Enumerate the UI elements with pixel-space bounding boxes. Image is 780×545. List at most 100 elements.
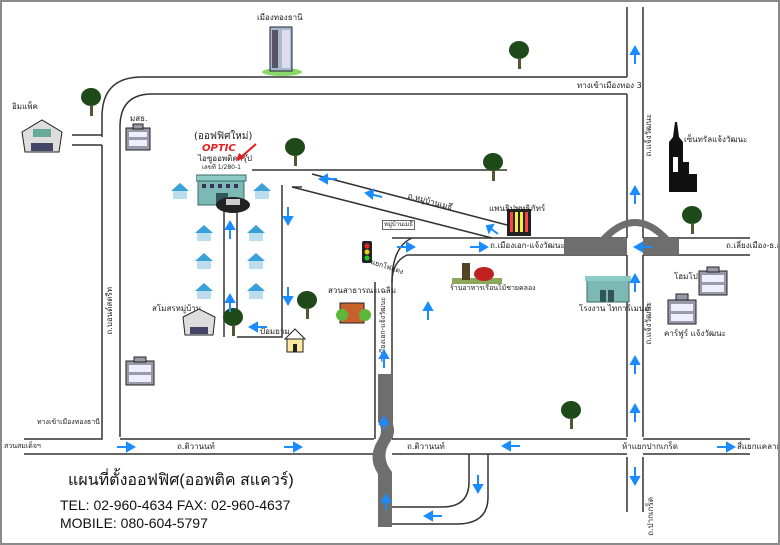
label-village-club: สโมสรหมู่บ้าน — [152, 304, 202, 313]
home-pro-building-icon — [698, 266, 728, 296]
label-central: เซ็นทรัลแจ้งวัฒนะ — [684, 135, 748, 144]
arrow-left-icon — [317, 173, 337, 185]
village-club-icon — [182, 308, 216, 336]
house-icon — [247, 283, 265, 299]
label-guard-house: ป้อมยาม — [260, 327, 290, 336]
arrow-left-icon — [364, 188, 383, 200]
house-icon — [253, 183, 271, 199]
arrow-right-icon — [117, 441, 137, 453]
panthip-building-icon — [507, 209, 531, 236]
public-park-icon — [336, 302, 371, 324]
label-samakkhi: สวนสมเด็จฯ — [4, 442, 41, 450]
arrow-up-icon — [629, 44, 641, 64]
arrow-up-icon — [629, 272, 641, 292]
label-public-park: สวนสาธารณะเฉลิม — [328, 286, 396, 295]
tree-icon — [223, 308, 243, 336]
house-icon — [195, 225, 213, 241]
arrow-up-icon — [378, 348, 390, 368]
house-icon — [171, 183, 189, 199]
map-title: แผนที่ตั้งออฟฟิศ(ออพติค สแควร์) — [68, 472, 294, 489]
restaurant-icon — [452, 263, 502, 284]
arrow-right-icon — [717, 441, 737, 453]
arrow-up-icon — [224, 219, 236, 239]
arrow-up-icon — [629, 184, 641, 204]
arrow-down-icon — [472, 475, 484, 495]
label-impact: อิมแพ็ค — [12, 102, 38, 111]
label-muang-thong-entrance: ทางเข้าเมืองทองธานี — [37, 418, 100, 426]
label-restaurant: ร้านอาหารเรือนไม้ชายคลอง — [450, 284, 536, 292]
arrow-up-icon — [378, 414, 390, 430]
arrow-left-icon — [247, 321, 267, 333]
mtd-building-icon — [125, 123, 151, 151]
label-muang-thong-entrance-3: ทางเข้าเมืองทอง 3 — [577, 81, 642, 90]
muang-thong-tower-icon — [262, 26, 302, 76]
tree-icon — [483, 153, 503, 181]
arrow-up-icon — [224, 292, 236, 312]
label-group: ไอซูออพติคกรุ๊ป — [198, 154, 252, 163]
village-loop — [237, 185, 283, 338]
carefour-building-icon — [667, 293, 697, 325]
label-pak-kret-junction: ห้าแยกปากเกร็ด — [622, 442, 678, 451]
label-carefour: คาร์ฟูร์ แจ้งวัฒนะ — [664, 329, 726, 338]
label-lak-si: สี่แยกแคลาย — [737, 442, 780, 451]
village-diagonal-b — [311, 173, 508, 226]
village-curve-right — [391, 254, 408, 283]
arrow-up-icon — [629, 354, 641, 374]
house-icon — [247, 253, 265, 269]
arrow-up-icon — [629, 402, 641, 422]
arrow-left-icon — [422, 510, 442, 522]
tree-icon — [285, 138, 305, 166]
arrow-up-icon — [422, 300, 434, 320]
label-factory: โรงงาน ไทการ์เมนต์ — [579, 304, 650, 313]
label-home-pro: โฮมโปร — [674, 272, 703, 281]
arrow-left-icon — [485, 223, 499, 235]
label-muang-thong-thani: เมืองทองธานี — [257, 13, 303, 22]
tree-icon — [81, 88, 101, 116]
arrow-down-icon — [282, 287, 294, 307]
arrow-up-icon — [380, 492, 392, 510]
tree-icon — [561, 401, 581, 429]
optic-logo: OPTIC — [202, 143, 236, 154]
house-icon — [247, 225, 265, 241]
arrow-right-icon — [397, 241, 417, 253]
label-tiwanon-mid: ถ.ติวานนท์ — [407, 442, 445, 451]
tree-icon — [509, 41, 529, 69]
red-arrow-pointer-icon — [236, 143, 257, 161]
central-tower-icon — [669, 122, 697, 192]
highway-band — [564, 219, 679, 255]
guard-house-icon — [284, 328, 306, 353]
impact-building-icon — [21, 119, 63, 153]
bottom-loop-inner — [392, 454, 470, 508]
arrow-left-icon — [500, 440, 520, 452]
road-edge-top-inner — [119, 93, 627, 437]
label-muang-thong-rd: ถ.เมืองเอก-แจ้งวัฒนะ — [490, 241, 565, 250]
arrow-down-icon — [282, 207, 294, 227]
label-address: เลขที่ 1/280-1 — [202, 164, 241, 171]
village-diagonal-a — [291, 186, 493, 239]
road-left-outer — [24, 145, 103, 440]
elevated-highway-s — [372, 374, 395, 527]
house-icon — [195, 253, 213, 269]
factory-icon — [585, 276, 631, 303]
road-edge-top-outer — [101, 76, 627, 137]
office-building-icon — [125, 356, 155, 386]
arrow-left-icon — [632, 241, 652, 253]
phone-fax-line: TEL: 02-960-4634 FAX: 02-960-4637 — [60, 497, 291, 513]
label-tiwanon-left: ถ.ติวานนท์ — [177, 442, 215, 451]
car-icon — [216, 197, 250, 213]
mobile-line: MOBILE: 080-604-5797 — [60, 515, 208, 531]
arrow-right-icon — [284, 441, 304, 453]
tree-icon — [682, 206, 702, 234]
house-icon — [195, 283, 213, 299]
tree-icon — [297, 291, 317, 319]
label-right-road: ถ.เลี่ยงเมือง-ธ.สาลีพล — [726, 241, 778, 250]
label-mtd: มสธ. — [130, 114, 148, 123]
bottom-loop-outer — [392, 454, 489, 525]
label-new-office: (ออฟฟิศใหม่) — [194, 131, 253, 142]
arrow-down-icon — [629, 467, 641, 487]
village-sign: หมู่บ้านเมธี — [382, 220, 415, 230]
traffic-light-icon — [362, 241, 372, 263]
contact-info: แผนที่ตั้งออฟฟิศ(ออพติค สแควร์) TEL: 02-… — [60, 468, 294, 532]
